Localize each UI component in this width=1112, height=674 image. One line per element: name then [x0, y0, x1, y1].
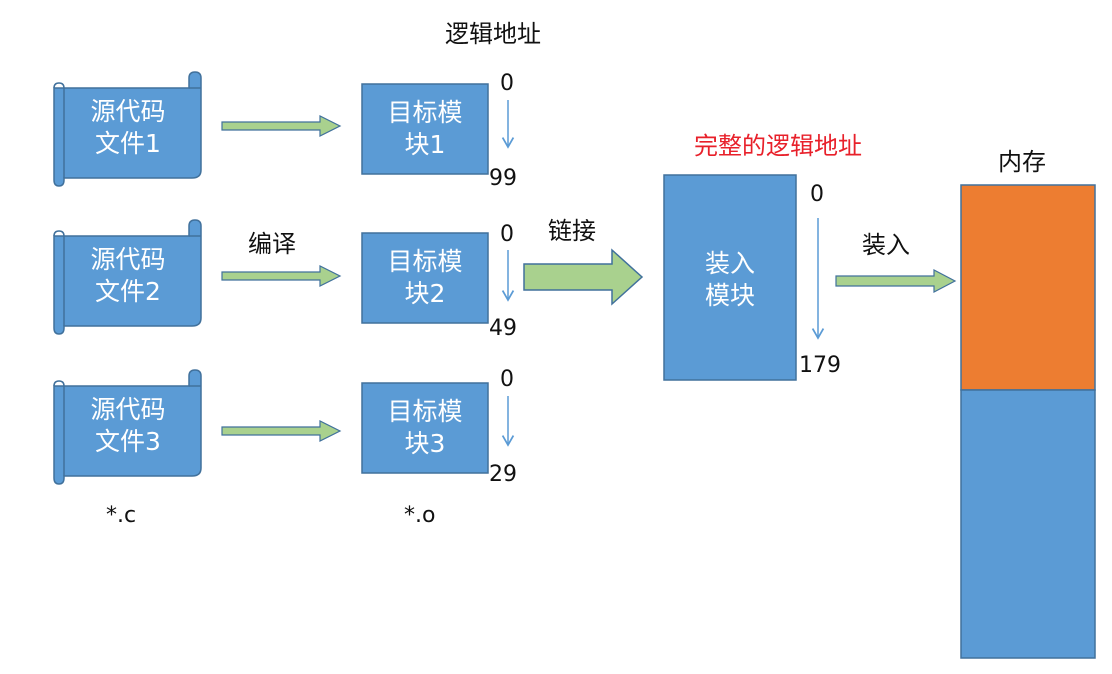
compile-arrow-3 [221, 420, 342, 442]
object-module-label-1: 目标模 块1 [387, 98, 463, 159]
complete-logical-address-title: 完整的逻辑地址 [694, 132, 862, 160]
compile-label: 编译 [248, 230, 296, 258]
memory-title: 内存 [998, 148, 1046, 176]
source-file-scroll-3 [53, 369, 202, 485]
source-file-scroll-1 [53, 71, 202, 187]
compile-arrow-1 [221, 115, 342, 137]
object-module-label-3: 目标模 块3 [387, 397, 463, 458]
link-arrow [523, 248, 644, 306]
object-module-label-2: 目标模 块2 [387, 247, 463, 308]
source-file-label-3: 源代码 文件3 [90, 395, 166, 456]
object-module-box-1 [361, 83, 489, 175]
object-2-end: 49 [489, 316, 517, 341]
object-3-start: 0 [500, 367, 514, 392]
object-ext-label: *.o [404, 503, 436, 528]
memory-used-block [960, 184, 1096, 391]
object-2-start: 0 [500, 222, 514, 247]
link-label: 链接 [548, 217, 596, 245]
object-module-box-2 [361, 232, 489, 324]
memory-free-block [960, 389, 1096, 659]
object-3-end: 29 [489, 462, 517, 487]
source-file-label-1: 源代码 文件1 [90, 97, 166, 158]
load-module-label: 装入 模块 [704, 249, 755, 310]
logical-address-title: 逻辑地址 [445, 20, 541, 48]
load-module-end: 179 [799, 353, 841, 378]
load-arrow [835, 269, 957, 293]
load-module-box [663, 174, 797, 381]
object-1-start: 0 [500, 71, 514, 96]
load-module-start: 0 [810, 182, 824, 207]
object-1-end: 99 [489, 166, 517, 191]
source-file-scroll-2 [53, 219, 202, 335]
object-module-box-3 [361, 382, 489, 474]
source-ext-label: *.c [106, 503, 137, 528]
compile-arrow-2 [221, 265, 342, 287]
source-file-label-2: 源代码 文件2 [90, 245, 166, 306]
load-label: 装入 [862, 231, 910, 259]
